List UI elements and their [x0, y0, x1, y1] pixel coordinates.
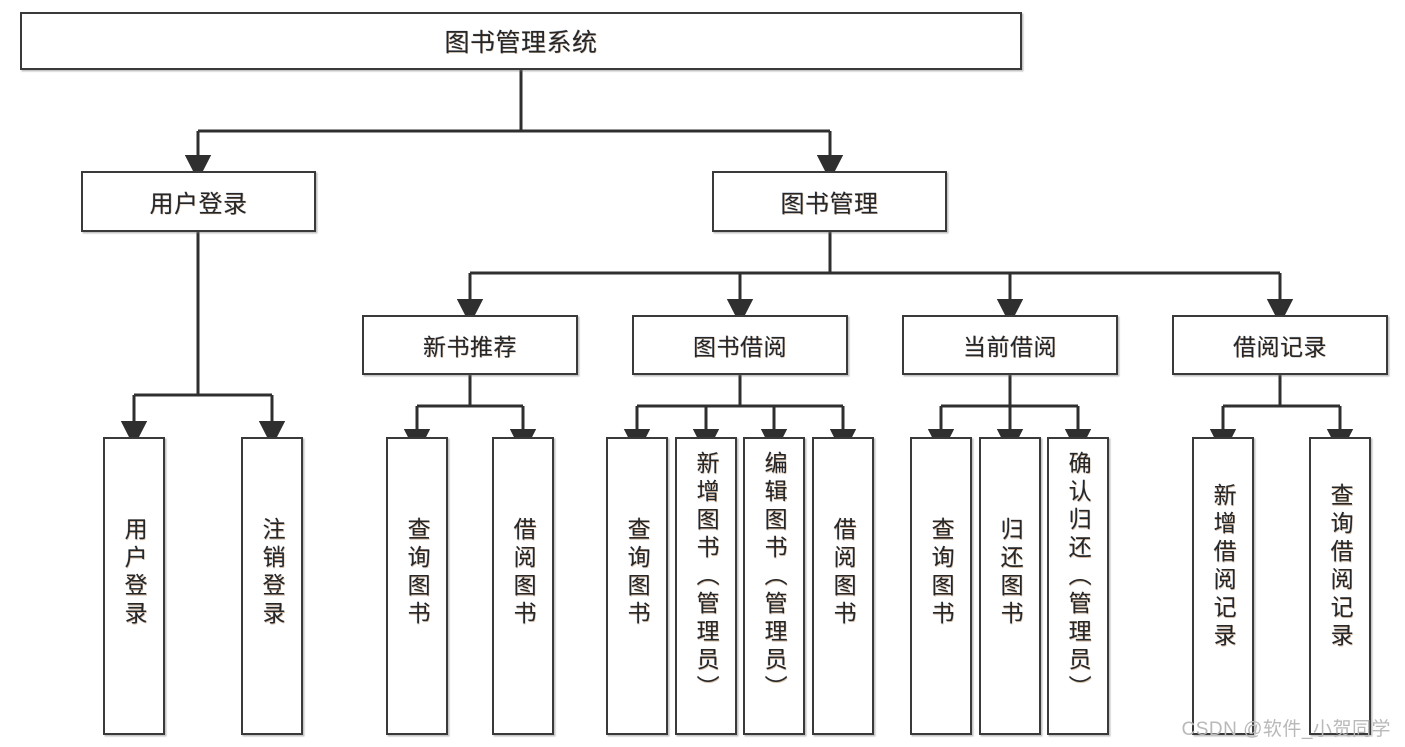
node-label: 查询图书: [928, 517, 955, 629]
leaf-current-return-books[interactable]: 归还图书: [979, 437, 1041, 735]
leaf-new-book-borrow-books[interactable]: 借阅图书: [492, 437, 554, 735]
node-label: 用户登录: [149, 191, 248, 218]
leaf-current-query-books[interactable]: 查询图书: [910, 437, 972, 735]
node-label: 编辑图书（管理员）: [761, 451, 788, 703]
leaf-borrow-edit-book-admin[interactable]: 编辑图书（管理员）: [743, 437, 805, 735]
node-label: 确认归还（管理员）: [1065, 451, 1092, 703]
node-label: 查询借阅记录: [1327, 483, 1354, 651]
node-label: 查询图书: [404, 517, 431, 629]
node-label: 注销登录: [259, 517, 286, 629]
node-label: 新增图书（管理员）: [693, 451, 720, 703]
node-book-management[interactable]: 图书管理: [712, 171, 947, 232]
leaf-current-confirm-return-admin[interactable]: 确认归还（管理员）: [1047, 437, 1109, 735]
node-label: 借阅图书: [830, 517, 857, 629]
node-label: 图书管理系统: [444, 29, 598, 57]
node-label: 用户登录: [121, 517, 148, 629]
node-label: 当前借阅: [963, 334, 1057, 360]
leaf-user-login-login[interactable]: 用户登录: [103, 437, 165, 735]
node-label: 归还图书: [997, 517, 1024, 629]
node-label: 查询图书: [624, 517, 651, 629]
leaf-user-login-logout[interactable]: 注销登录: [241, 437, 303, 735]
leaf-record-query-borrow-record[interactable]: 查询借阅记录: [1309, 437, 1371, 735]
node-label: 新增借阅记录: [1210, 483, 1237, 651]
leaf-borrow-add-book-admin[interactable]: 新增图书（管理员）: [675, 437, 737, 735]
node-label: 图书借阅: [693, 334, 787, 360]
node-root-book-management-system[interactable]: 图书管理系统: [20, 12, 1022, 70]
node-label: 借阅记录: [1233, 334, 1327, 360]
node-label: 借阅图书: [510, 517, 537, 629]
node-borrow-record[interactable]: 借阅记录: [1172, 315, 1388, 375]
leaf-borrow-borrow-books[interactable]: 借阅图书: [812, 437, 874, 735]
node-user-login[interactable]: 用户登录: [81, 171, 316, 232]
node-current-borrow[interactable]: 当前借阅: [902, 315, 1118, 375]
leaf-record-add-borrow-record[interactable]: 新增借阅记录: [1192, 437, 1254, 735]
node-label: 图书管理: [780, 191, 879, 218]
node-new-book-recommend[interactable]: 新书推荐: [362, 315, 578, 375]
leaf-new-book-query-books[interactable]: 查询图书: [386, 437, 448, 735]
node-label: 新书推荐: [423, 334, 517, 360]
leaf-borrow-query-books[interactable]: 查询图书: [606, 437, 668, 735]
node-book-borrow[interactable]: 图书借阅: [632, 315, 848, 375]
